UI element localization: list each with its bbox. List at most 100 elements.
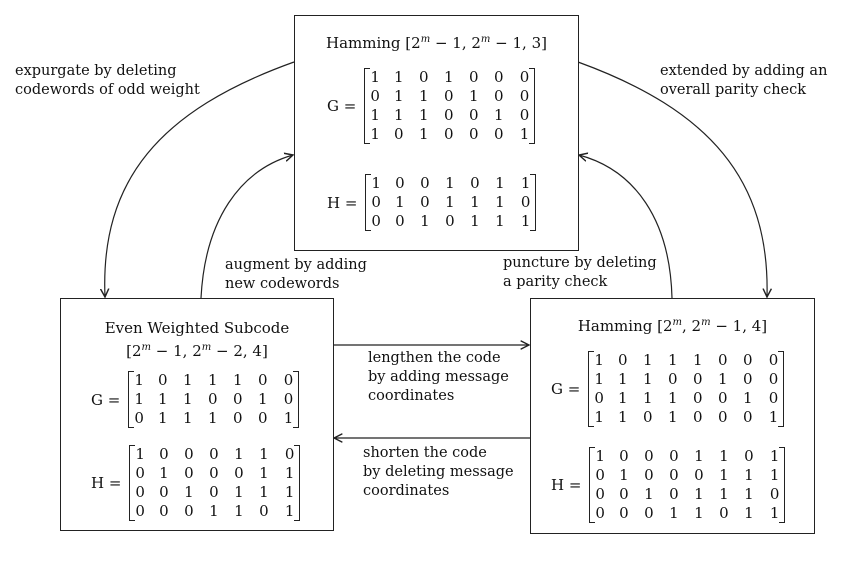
matrix-cell: 0: [618, 351, 628, 369]
arrow-expurgate: [105, 61, 295, 297]
matrix-cell: 1: [594, 408, 604, 426]
matrix-cell: 1: [644, 485, 654, 503]
g-label: G =: [551, 380, 581, 398]
matrix-cell: 1: [719, 447, 729, 465]
matrix-cell: 1: [694, 504, 704, 522]
arrow-puncture: [579, 155, 673, 299]
matrix-cell: 1: [183, 390, 193, 408]
matrix-cell: 1: [445, 193, 455, 211]
matrix-cell: 1: [233, 371, 243, 389]
matrix-cell: 1: [719, 466, 729, 484]
even-weighted-subcode-box: Even Weighted Subcode [2m − 1, 2m − 2, 4…: [60, 298, 334, 531]
matrix-cell: 1: [184, 483, 194, 501]
matrix-cell: 1: [134, 390, 144, 408]
matrix-cell: 0: [643, 408, 653, 426]
matrix-cell: 1: [284, 464, 295, 482]
g-label: G =: [91, 390, 121, 409]
matrix-cell: 1: [495, 193, 505, 211]
matrix-cell: 0: [768, 351, 779, 369]
matrix-cell: 0: [445, 212, 455, 230]
matrix-cell: 0: [234, 464, 244, 482]
arrow-augment: [200, 155, 293, 299]
matrix-cell: 0: [208, 390, 218, 408]
matrix-cell: 0: [283, 390, 294, 408]
matrix-cell: 0: [520, 193, 531, 211]
matrix-cell: 0: [370, 87, 380, 105]
matrix-cell: 0: [768, 389, 779, 407]
matrix-cell: 1: [159, 464, 169, 482]
matrix-cell: 1: [394, 68, 404, 86]
matrix-cell: 0: [284, 445, 295, 463]
matrix-cell: 1: [259, 464, 269, 482]
matrix-cell: 1: [470, 212, 480, 230]
arrow-extend: [577, 61, 767, 297]
matrix-cell: 1: [183, 409, 193, 427]
matrix-cell: 1: [284, 502, 295, 520]
matrix-cell: 1: [135, 445, 145, 463]
matrix-cell: 0: [159, 445, 169, 463]
matrix-cell: 1: [134, 371, 144, 389]
matrix-cell: 0: [233, 390, 243, 408]
matrix-cell: 1: [469, 87, 479, 105]
matrix-cell: 0: [595, 504, 605, 522]
matrix-cell: 0: [669, 485, 679, 503]
matrix-cell: 1: [470, 193, 480, 211]
matrix-cell: 0: [184, 464, 194, 482]
matrix-cell: 1: [519, 125, 530, 143]
matrix-cell: 0: [158, 371, 168, 389]
matrix-cell: 0: [743, 351, 753, 369]
h-label: H =: [91, 474, 122, 492]
matrix-cell: 0: [519, 106, 530, 124]
matrix-cell: 1: [744, 485, 754, 503]
matrix-cell: 0: [669, 447, 679, 465]
matrix-cell: 0: [719, 504, 729, 522]
matrix-cell: 0: [769, 485, 780, 503]
matrix-cell: 0: [718, 351, 728, 369]
matrix-cell: 0: [694, 466, 704, 484]
matrix-cell: 0: [669, 466, 679, 484]
matrix-cell: 0: [135, 502, 145, 520]
matrix-cell: 0: [619, 447, 629, 465]
matrix-cell: 1: [284, 483, 295, 501]
matrix-cell: 0: [395, 212, 405, 230]
matrix-cell: 1: [495, 212, 505, 230]
matrix-cell: 0: [644, 447, 654, 465]
matrix-cell: 0: [619, 504, 629, 522]
matrix-cell: 1: [718, 370, 728, 388]
matrix-cell: 1: [769, 447, 780, 465]
box-subtitle: [2m − 1, 2m − 2, 4]: [126, 342, 268, 360]
matrix-cell: 0: [718, 408, 728, 426]
matrix-cell: 0: [135, 464, 145, 482]
matrix-cell: 1: [259, 483, 269, 501]
matrix-cell: 1: [259, 445, 269, 463]
matrix-cell: 0: [519, 87, 530, 105]
matrix-cell: 1: [419, 87, 429, 105]
matrix-cell: 0: [519, 68, 530, 86]
matrix-cell: 0: [743, 408, 753, 426]
matrix-cell: 0: [233, 409, 243, 427]
matrix-cell: 1: [520, 174, 531, 192]
matrix-cell: 0: [419, 68, 429, 86]
matrix-cell: 1: [370, 106, 380, 124]
matrix-cell: 0: [444, 106, 454, 124]
matrix-cell: 1: [719, 485, 729, 503]
matrix-cell: 1: [618, 408, 628, 426]
matrix-cell: 0: [283, 371, 294, 389]
matrix-cell: 0: [259, 502, 269, 520]
matrix-cell: 1: [371, 174, 381, 192]
